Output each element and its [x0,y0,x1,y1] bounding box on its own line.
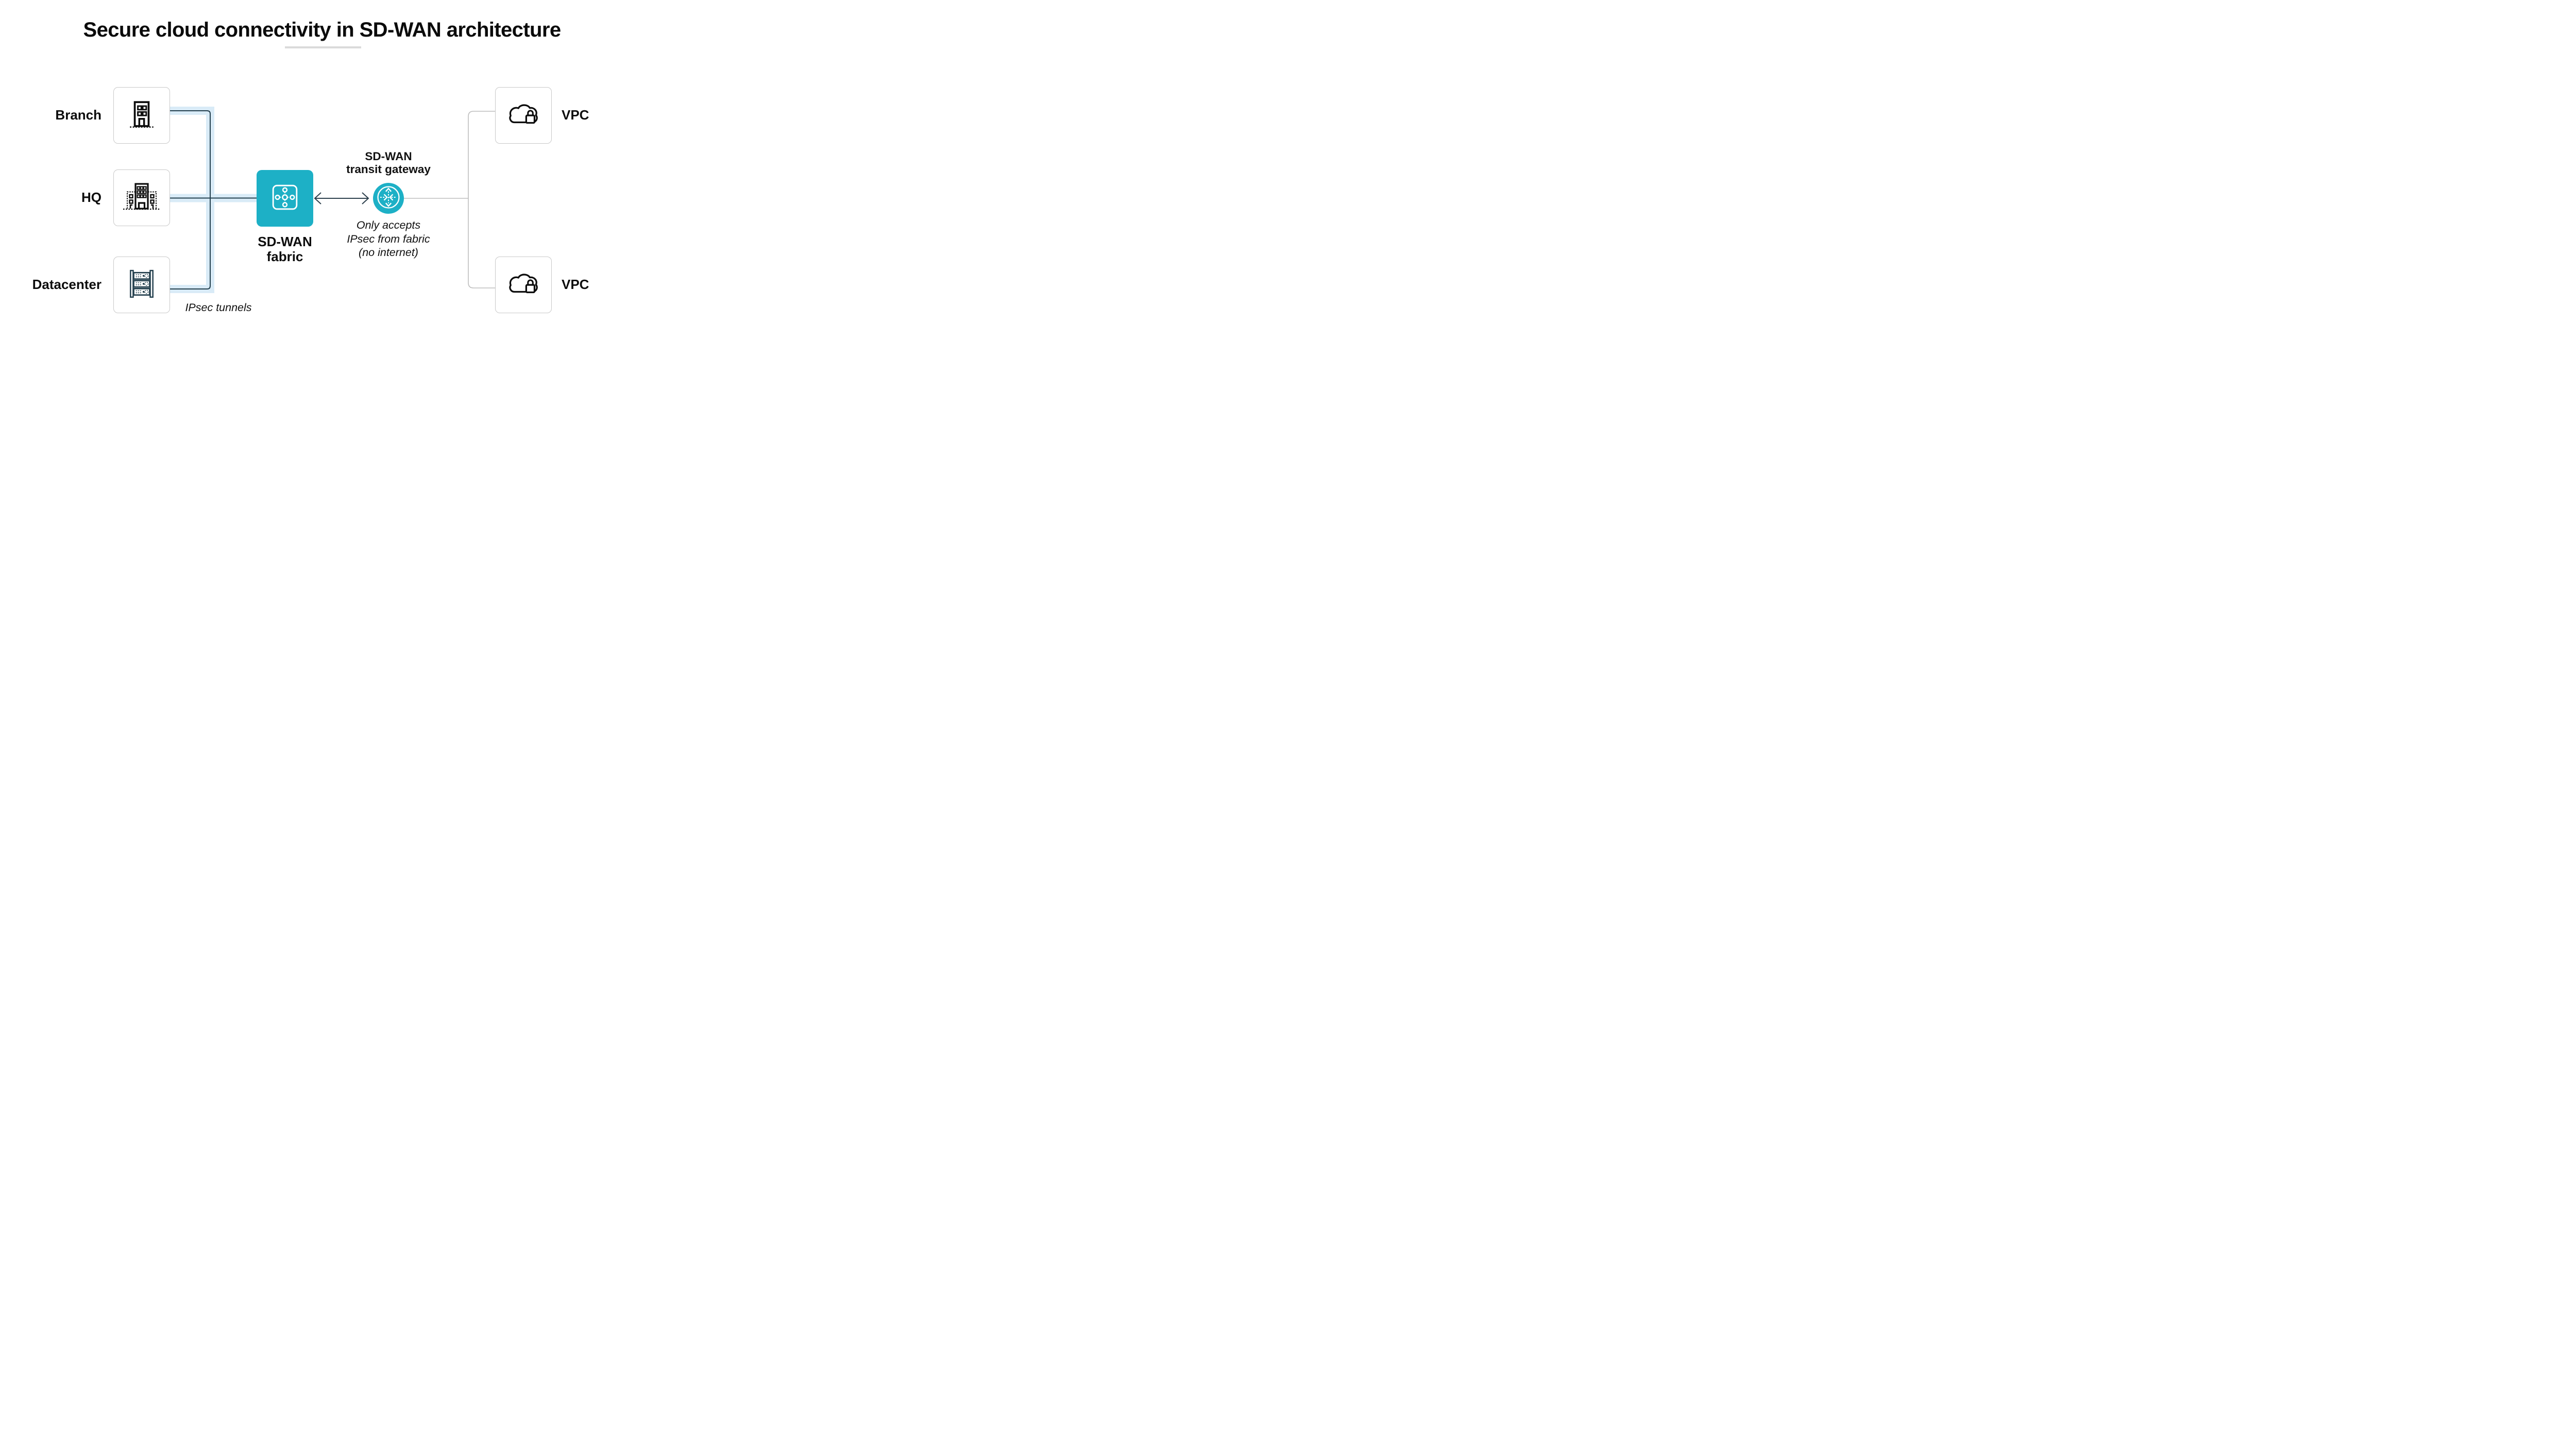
router-icon [373,182,404,215]
mesh-network-icon [272,184,298,213]
fabric-gateway-arrow [314,192,369,204]
tunnel-center-lines [170,110,258,289]
hq-node [113,169,170,226]
vpc-bottom-label: VPC [562,276,589,292]
ipsec-tunnels-label: IPsec tunnels [185,301,252,314]
transit-gateway-note: Only accepts IPsec from fabric (no inter… [324,218,453,260]
page-title: Secure cloud connectivity in SD-WAN arch… [83,19,562,41]
branch-label: Branch [55,107,101,123]
transit-gateway-label: SD-WAN transit gateway [337,150,440,176]
office-building-icon [126,98,158,133]
sdwan-fabric-label: SD-WAN fabric [233,234,336,264]
hq-label: HQ [81,189,101,205]
transit-gateway-label-line2: transit gateway [346,163,431,176]
transit-gateway-note-line1: Only accepts [356,219,421,231]
hq-buildings-icon [121,181,162,215]
transit-gateway-note-line2: IPsec from fabric [347,232,430,245]
vpc-top-node [495,87,552,144]
sdwan-fabric-node [257,170,313,227]
server-rack-icon [126,268,158,302]
datacenter-label: Datacenter [32,276,101,292]
transit-gateway-label-line1: SD-WAN [365,150,412,163]
sdwan-fabric-label-line1: SD-WAN [258,234,312,249]
diagram-canvas: Secure cloud connectivity in SD-WAN arch… [0,0,644,362]
connector-layer [170,107,495,293]
vpc-connector-lines [404,111,495,288]
secure-cloud-icon [506,269,540,301]
secure-cloud-icon [506,99,540,132]
vpc-top-label: VPC [562,107,589,123]
branch-node [113,87,170,144]
vpc-bottom-node [495,257,552,313]
transit-gateway-note-line3: (no internet) [359,246,418,259]
transit-gateway-node [373,183,404,214]
title-underline [285,46,361,48]
datacenter-node [113,257,170,313]
sdwan-fabric-label-line2: fabric [266,249,303,264]
